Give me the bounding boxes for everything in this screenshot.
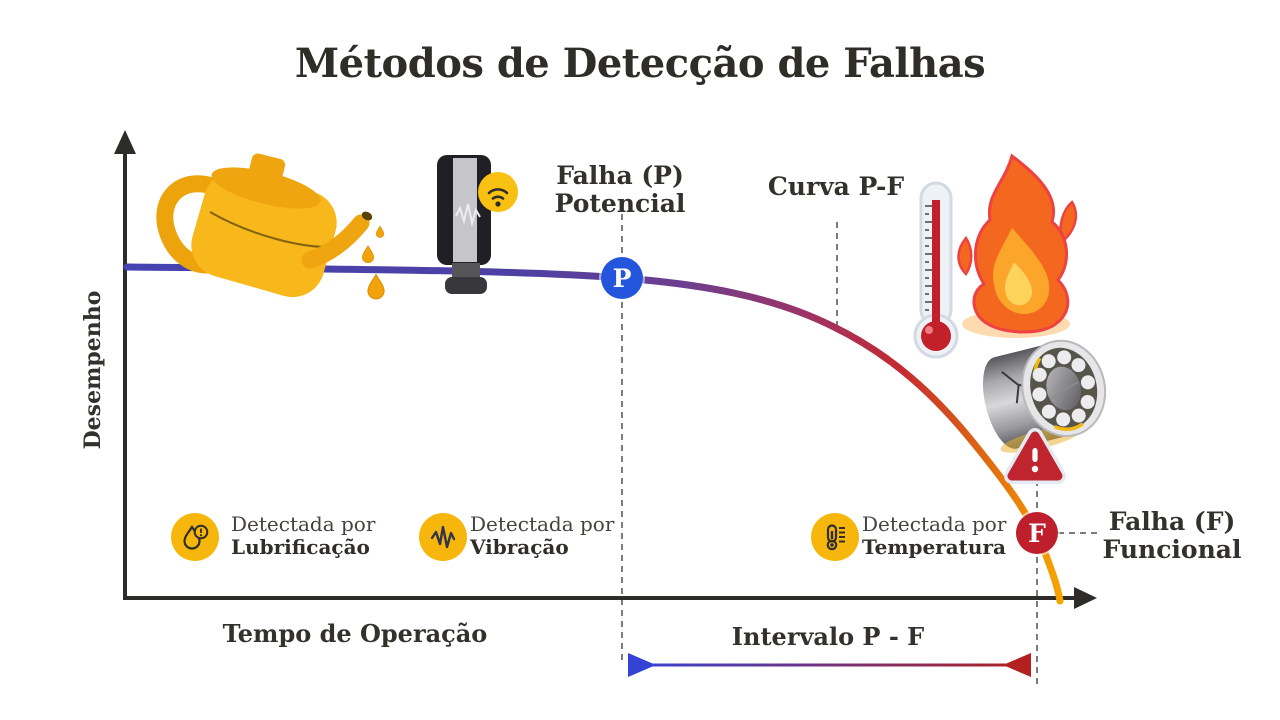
legend-temperature-line2: Temperatura: [862, 535, 1006, 559]
oil-drop-icon: [183, 524, 209, 550]
y-axis: [114, 130, 136, 600]
interval-label: Intervalo P - F: [731, 622, 925, 651]
legend-vibration-label: Detectada por Vibração: [470, 513, 690, 559]
x-axis-arrow-icon: [1074, 587, 1097, 609]
interval-arrow-right-icon: [1003, 653, 1031, 677]
legend-vibration-line2: Vibração: [470, 535, 569, 559]
curve-label: Curva P-F: [767, 172, 905, 201]
interval-arrow: [628, 653, 1031, 677]
p-point-label: Falha (P) Potencial: [520, 162, 720, 218]
p-label-line1: Falha (P): [556, 161, 684, 190]
vibration-sensor-icon: [437, 155, 518, 294]
oil-can-icon: [156, 153, 385, 300]
interval-arrow-left-icon: [628, 653, 656, 677]
thermometer-large-icon: [913, 181, 959, 359]
thermometer-icon: [826, 524, 845, 551]
x-axis-label: Tempo de Operação: [222, 619, 488, 648]
legend-lubrication-label: Detectada por Lubrificação: [231, 513, 451, 559]
legend-lubrication-line2: Lubrificação: [231, 535, 370, 559]
y-axis-arrow-icon: [114, 130, 136, 154]
p-label-line2: Potencial: [554, 189, 686, 218]
legend-temperature-badge: [811, 513, 859, 561]
warning-icon: [1004, 428, 1066, 484]
x-axis: [123, 587, 1097, 609]
bearing-icon: [982, 339, 1107, 453]
legend-vibration-line1: Detectada por: [470, 512, 615, 536]
p-point-marker: P: [601, 257, 643, 299]
y-axis-label: Desempenho: [80, 290, 106, 450]
page-title: Métodos de Detecção de Falhas: [294, 40, 986, 87]
vibration-wave-icon: [430, 525, 456, 549]
legend-lubrication-badge: [171, 513, 219, 561]
f-point-label: Falha (F) Funcional: [1072, 508, 1272, 564]
legend-temperature-line1: Detectada por: [862, 512, 1007, 536]
fire-icon: [957, 153, 1078, 338]
f-label-line2: Funcional: [1102, 535, 1242, 564]
legend-temperature-label: Detectada por Temperatura: [862, 513, 1082, 559]
f-point-marker: F: [1016, 512, 1058, 554]
legend-lubrication-line1: Detectada por: [231, 512, 376, 536]
wifi-icon: [478, 172, 518, 212]
legend-vibration-badge: [419, 513, 467, 561]
f-label-line1: Falha (F): [1108, 507, 1236, 536]
